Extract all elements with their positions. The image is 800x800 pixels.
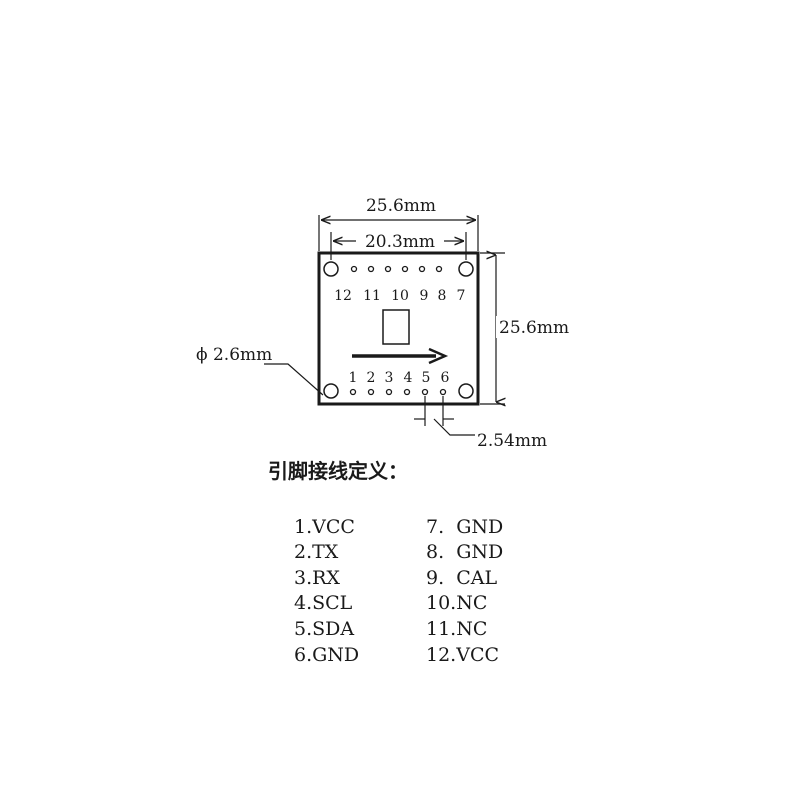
pinout-item: 9. CAL bbox=[426, 567, 497, 589]
pin-pad bbox=[385, 388, 393, 396]
pinout-item: 12.VCC bbox=[426, 644, 499, 666]
pinout-heading: 引脚接线定义： bbox=[268, 459, 408, 483]
bottom-pin-number: 2 bbox=[367, 370, 376, 386]
pinout-item: 10.NC bbox=[426, 592, 487, 614]
pin-pad bbox=[421, 388, 429, 396]
label-backdrop bbox=[496, 316, 580, 338]
width-outer-label: 25.6mm bbox=[366, 196, 436, 216]
top-pin-number: 10 bbox=[391, 288, 409, 304]
pinout-item: 5.SDA bbox=[294, 618, 354, 640]
pinout-item: 7. GND bbox=[426, 516, 503, 538]
mounting-hole-bottom-left bbox=[323, 383, 339, 399]
pin-pad bbox=[367, 388, 375, 396]
height-label: 25.6mm bbox=[499, 318, 569, 338]
top-pin-number: 7 bbox=[457, 288, 466, 304]
pinout-item: 2.TX bbox=[294, 541, 339, 563]
pinout-item: 8. GND bbox=[426, 541, 503, 563]
width-inner-label: 20.3mm bbox=[365, 232, 435, 252]
pinout-item: 3.RX bbox=[294, 567, 340, 589]
label-backdrop bbox=[360, 193, 442, 215]
hole-diameter-label: ϕ 2.6mm bbox=[196, 345, 272, 365]
pin-pad bbox=[349, 388, 357, 396]
board-outline bbox=[317, 251, 480, 406]
top-pin-number: 11 bbox=[363, 288, 381, 304]
pinout-item: 1.VCC bbox=[294, 516, 355, 538]
pinout-item: 4.SCL bbox=[294, 592, 353, 614]
pin-pad bbox=[350, 265, 358, 273]
pinout-item: 11.NC bbox=[426, 618, 487, 640]
pin-pad bbox=[418, 265, 426, 273]
orientation-arrow-icon bbox=[352, 347, 449, 365]
mounting-hole-top-right bbox=[458, 261, 474, 277]
hole-diameter-leader bbox=[264, 363, 324, 396]
mounting-hole-bottom-right bbox=[458, 383, 474, 399]
pin-pad bbox=[401, 265, 409, 273]
mounting-hole-top-left bbox=[323, 261, 339, 277]
bottom-pin-number: 6 bbox=[441, 370, 450, 386]
pin-pad bbox=[384, 265, 392, 273]
pin-pitch-dimension bbox=[414, 396, 475, 436]
bottom-pin-number: 4 bbox=[404, 370, 413, 386]
pin-pad bbox=[403, 388, 411, 396]
width-outer-dimension bbox=[318, 215, 479, 251]
bottom-pin-number: 3 bbox=[385, 370, 394, 386]
top-pin-number: 12 bbox=[334, 288, 352, 304]
label-backdrop bbox=[356, 230, 444, 250]
bottom-pin-number: 5 bbox=[422, 370, 431, 386]
pin-pad bbox=[435, 265, 443, 273]
sensor-chip bbox=[382, 309, 410, 345]
pin-pitch-label: 2.54mm bbox=[477, 431, 547, 451]
bottom-pin-number: 1 bbox=[349, 370, 358, 386]
top-pin-number: 9 bbox=[420, 288, 429, 304]
top-pin-pads bbox=[350, 265, 443, 273]
top-pin-number: 8 bbox=[438, 288, 447, 304]
pinout-item: 6.GND bbox=[294, 644, 359, 666]
pin-pad bbox=[367, 265, 375, 273]
pin-pad bbox=[439, 388, 447, 396]
bottom-pin-pads bbox=[349, 388, 447, 396]
